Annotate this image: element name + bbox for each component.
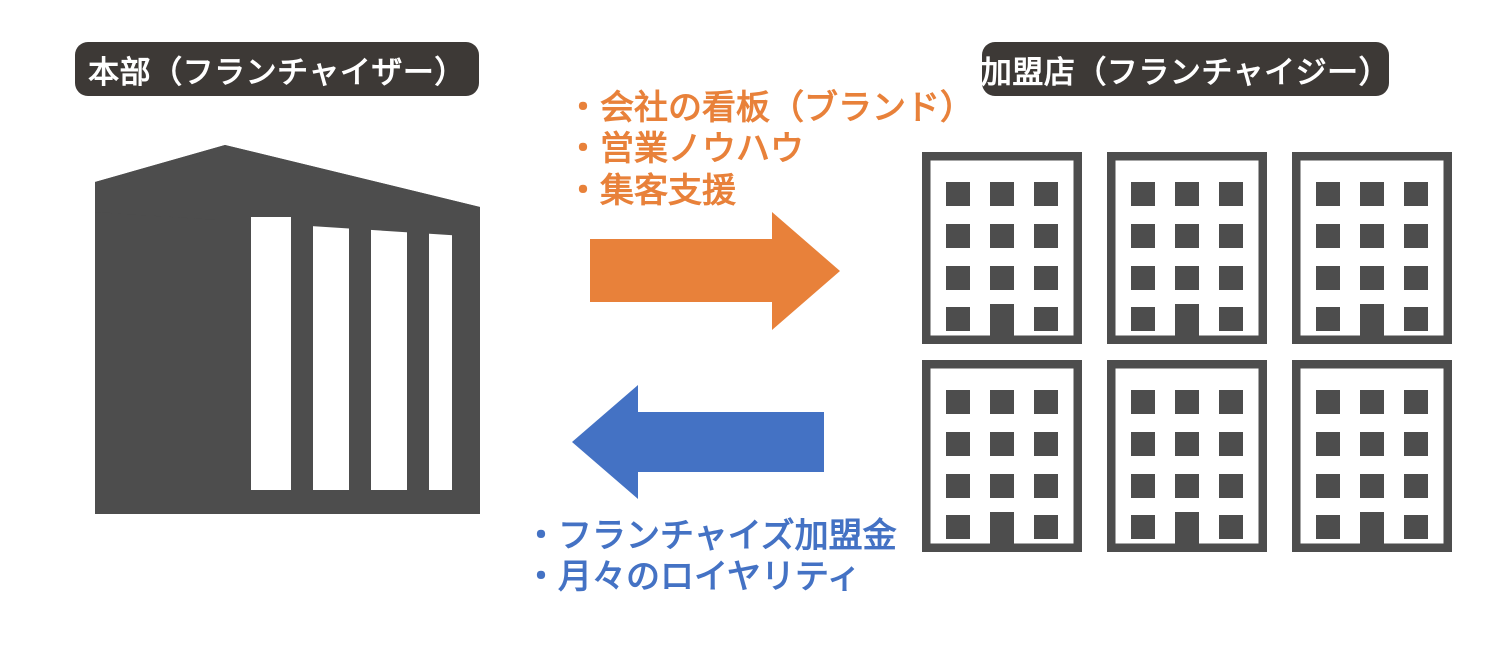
arrow-left-blue-icon xyxy=(572,385,824,499)
franchise-building-icon xyxy=(1292,152,1452,344)
headquarters-label-pill: 本部（フランチャイザー） xyxy=(75,42,479,96)
headquarters-label-text: 本部（フランチャイザー） xyxy=(88,54,466,90)
franchise-building-icon xyxy=(1292,360,1452,552)
payments-to-headquarters-note: ・フランチャイズ加盟金 ・月々のロイヤリティ xyxy=(524,516,897,599)
headquarters-building-icon xyxy=(95,145,480,514)
benefits-to-franchisee-note: ・会社の看板（ブランド） ・営業ノウハウ ・集客支援 xyxy=(566,88,974,212)
payment-item-1: ・フランチャイズ加盟金 xyxy=(524,517,897,555)
franchise-building-icon xyxy=(1107,152,1267,344)
payment-item-2: ・月々のロイヤリティ xyxy=(524,558,861,597)
franchisee-label-text: 加盟店（フランチャイジー） xyxy=(980,54,1391,90)
franchise-building-icon xyxy=(1107,360,1267,552)
franchise-buildings-group xyxy=(922,152,1460,552)
benefit-item-2: ・営業ノウハウ xyxy=(566,130,804,169)
benefit-item-3: ・集客支援 xyxy=(566,171,736,210)
benefit-item-1: ・会社の看板（ブランド） xyxy=(566,89,974,127)
franchisee-label-pill: 加盟店（フランチャイジー） xyxy=(980,42,1391,96)
franchise-building-icon xyxy=(922,152,1082,344)
arrow-right-orange-icon xyxy=(590,212,840,330)
franchise-building-icon xyxy=(922,360,1082,552)
